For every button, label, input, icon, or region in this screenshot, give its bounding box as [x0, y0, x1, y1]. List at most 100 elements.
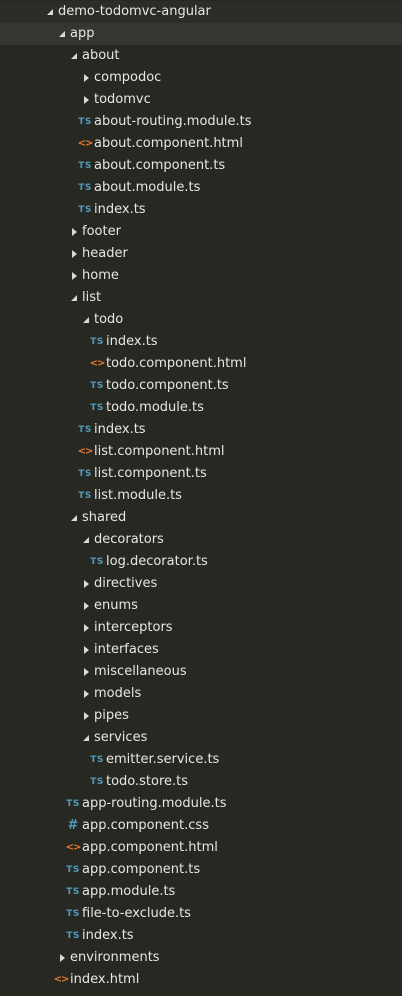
tree-folder-services[interactable]: services [0, 727, 402, 749]
css-file-icon: # [67, 818, 79, 833]
tree-folder-demo-todomvc-angular[interactable]: demo-todomvc-angular [0, 1, 402, 23]
tree-folder-environments[interactable]: environments [0, 947, 402, 969]
tree-item-label: index.ts [82, 928, 134, 943]
chevron-expanded-icon[interactable] [56, 23, 68, 45]
tree-file-index-html[interactable]: <>index.html [0, 969, 402, 991]
chevron-collapsed-icon[interactable] [68, 243, 80, 265]
ts-file-icon: TS [66, 909, 80, 919]
tree-folder-miscellaneous[interactable]: miscellaneous [0, 661, 402, 683]
tree-item-label: index.ts [94, 422, 146, 437]
ts-file-icon: TS [78, 491, 92, 501]
tree-item-label: about-routing.module.ts [94, 114, 252, 129]
chevron-collapsed-icon[interactable] [68, 265, 80, 287]
chevron-expanded-icon[interactable] [44, 1, 56, 23]
tree-item-label: app [70, 26, 95, 41]
tree-file-app-component-html[interactable]: <>app.component.html [0, 837, 402, 859]
tree-folder-models[interactable]: models [0, 683, 402, 705]
tree-file-app-component-css[interactable]: #app.component.css [0, 815, 402, 837]
tree-item-label: header [82, 246, 128, 261]
tree-item-label: app.component.html [82, 840, 218, 855]
ts-file-icon: TS [78, 425, 92, 435]
chevron-expanded-icon[interactable] [68, 507, 80, 529]
tree-item-label: todo.component.html [106, 356, 247, 371]
tree-folder-todomvc[interactable]: todomvc [0, 89, 402, 111]
tree-item-label: about.module.ts [94, 180, 201, 195]
tree-item-label: footer [82, 224, 121, 239]
chevron-expanded-icon[interactable] [80, 529, 92, 551]
chevron-collapsed-icon[interactable] [80, 595, 92, 617]
tree-item-label: file-to-exclude.ts [82, 906, 191, 921]
tree-item-label: services [94, 730, 148, 745]
tree-file-todo-component-html[interactable]: <>todo.component.html [0, 353, 402, 375]
tree-item-label: about.component.ts [94, 158, 226, 173]
tree-folder-app[interactable]: app [0, 23, 402, 45]
chevron-expanded-icon[interactable] [80, 309, 92, 331]
chevron-collapsed-icon[interactable] [80, 639, 92, 661]
tree-item-label: decorators [94, 532, 164, 547]
chevron-collapsed-icon[interactable] [80, 573, 92, 595]
tree-item-label: todo.component.ts [106, 378, 229, 393]
tree-folder-pipes[interactable]: pipes [0, 705, 402, 727]
chevron-collapsed-icon[interactable] [80, 683, 92, 705]
tree-folder-footer[interactable]: footer [0, 221, 402, 243]
ts-file-icon: TS [90, 337, 104, 347]
tree-item-label: list [82, 290, 102, 305]
chevron-expanded-icon[interactable] [80, 727, 92, 749]
chevron-collapsed-icon[interactable] [68, 221, 80, 243]
tree-folder-directives[interactable]: directives [0, 573, 402, 595]
tree-item-label: list.component.html [94, 444, 225, 459]
ts-file-icon: TS [78, 205, 92, 215]
tree-folder-about[interactable]: about [0, 45, 402, 67]
tree-item-label: models [94, 686, 142, 701]
chevron-expanded-icon[interactable] [68, 287, 80, 309]
chevron-expanded-icon[interactable] [68, 45, 80, 67]
ts-file-icon: TS [78, 469, 92, 479]
tree-item-label: app.component.css [82, 818, 209, 833]
tree-folder-todo[interactable]: todo [0, 309, 402, 331]
ts-file-icon: TS [66, 887, 80, 897]
tree-folder-list[interactable]: list [0, 287, 402, 309]
tree-item-label: about [82, 48, 120, 63]
tree-folder-shared[interactable]: shared [0, 507, 402, 529]
tree-folder-decorators[interactable]: decorators [0, 529, 402, 551]
tree-file-about-component-html[interactable]: <>about.component.html [0, 133, 402, 155]
html-file-icon: <> [77, 446, 94, 457]
html-file-icon: <> [53, 974, 70, 985]
tree-folder-home[interactable]: home [0, 265, 402, 287]
chevron-collapsed-icon[interactable] [80, 89, 92, 111]
chevron-collapsed-icon[interactable] [56, 947, 68, 969]
ts-file-icon: TS [90, 381, 104, 391]
tree-folder-header[interactable]: header [0, 243, 402, 265]
tree-item-label: demo-todomvc-angular [58, 4, 211, 19]
tree-item-label: emitter.service.ts [106, 752, 220, 767]
tree-folder-interceptors[interactable]: interceptors [0, 617, 402, 639]
html-file-icon: <> [89, 358, 106, 369]
tree-folder-enums[interactable]: enums [0, 595, 402, 617]
chevron-collapsed-icon[interactable] [80, 661, 92, 683]
ts-file-icon: TS [66, 799, 80, 809]
tree-folder-interfaces[interactable]: interfaces [0, 639, 402, 661]
tree-file-list-component-html[interactable]: <>list.component.html [0, 441, 402, 463]
chevron-collapsed-icon[interactable] [80, 705, 92, 727]
tree-folder-compodoc[interactable]: compodoc [0, 67, 402, 89]
chevron-collapsed-icon[interactable] [80, 67, 92, 89]
chevron-collapsed-icon[interactable] [80, 617, 92, 639]
